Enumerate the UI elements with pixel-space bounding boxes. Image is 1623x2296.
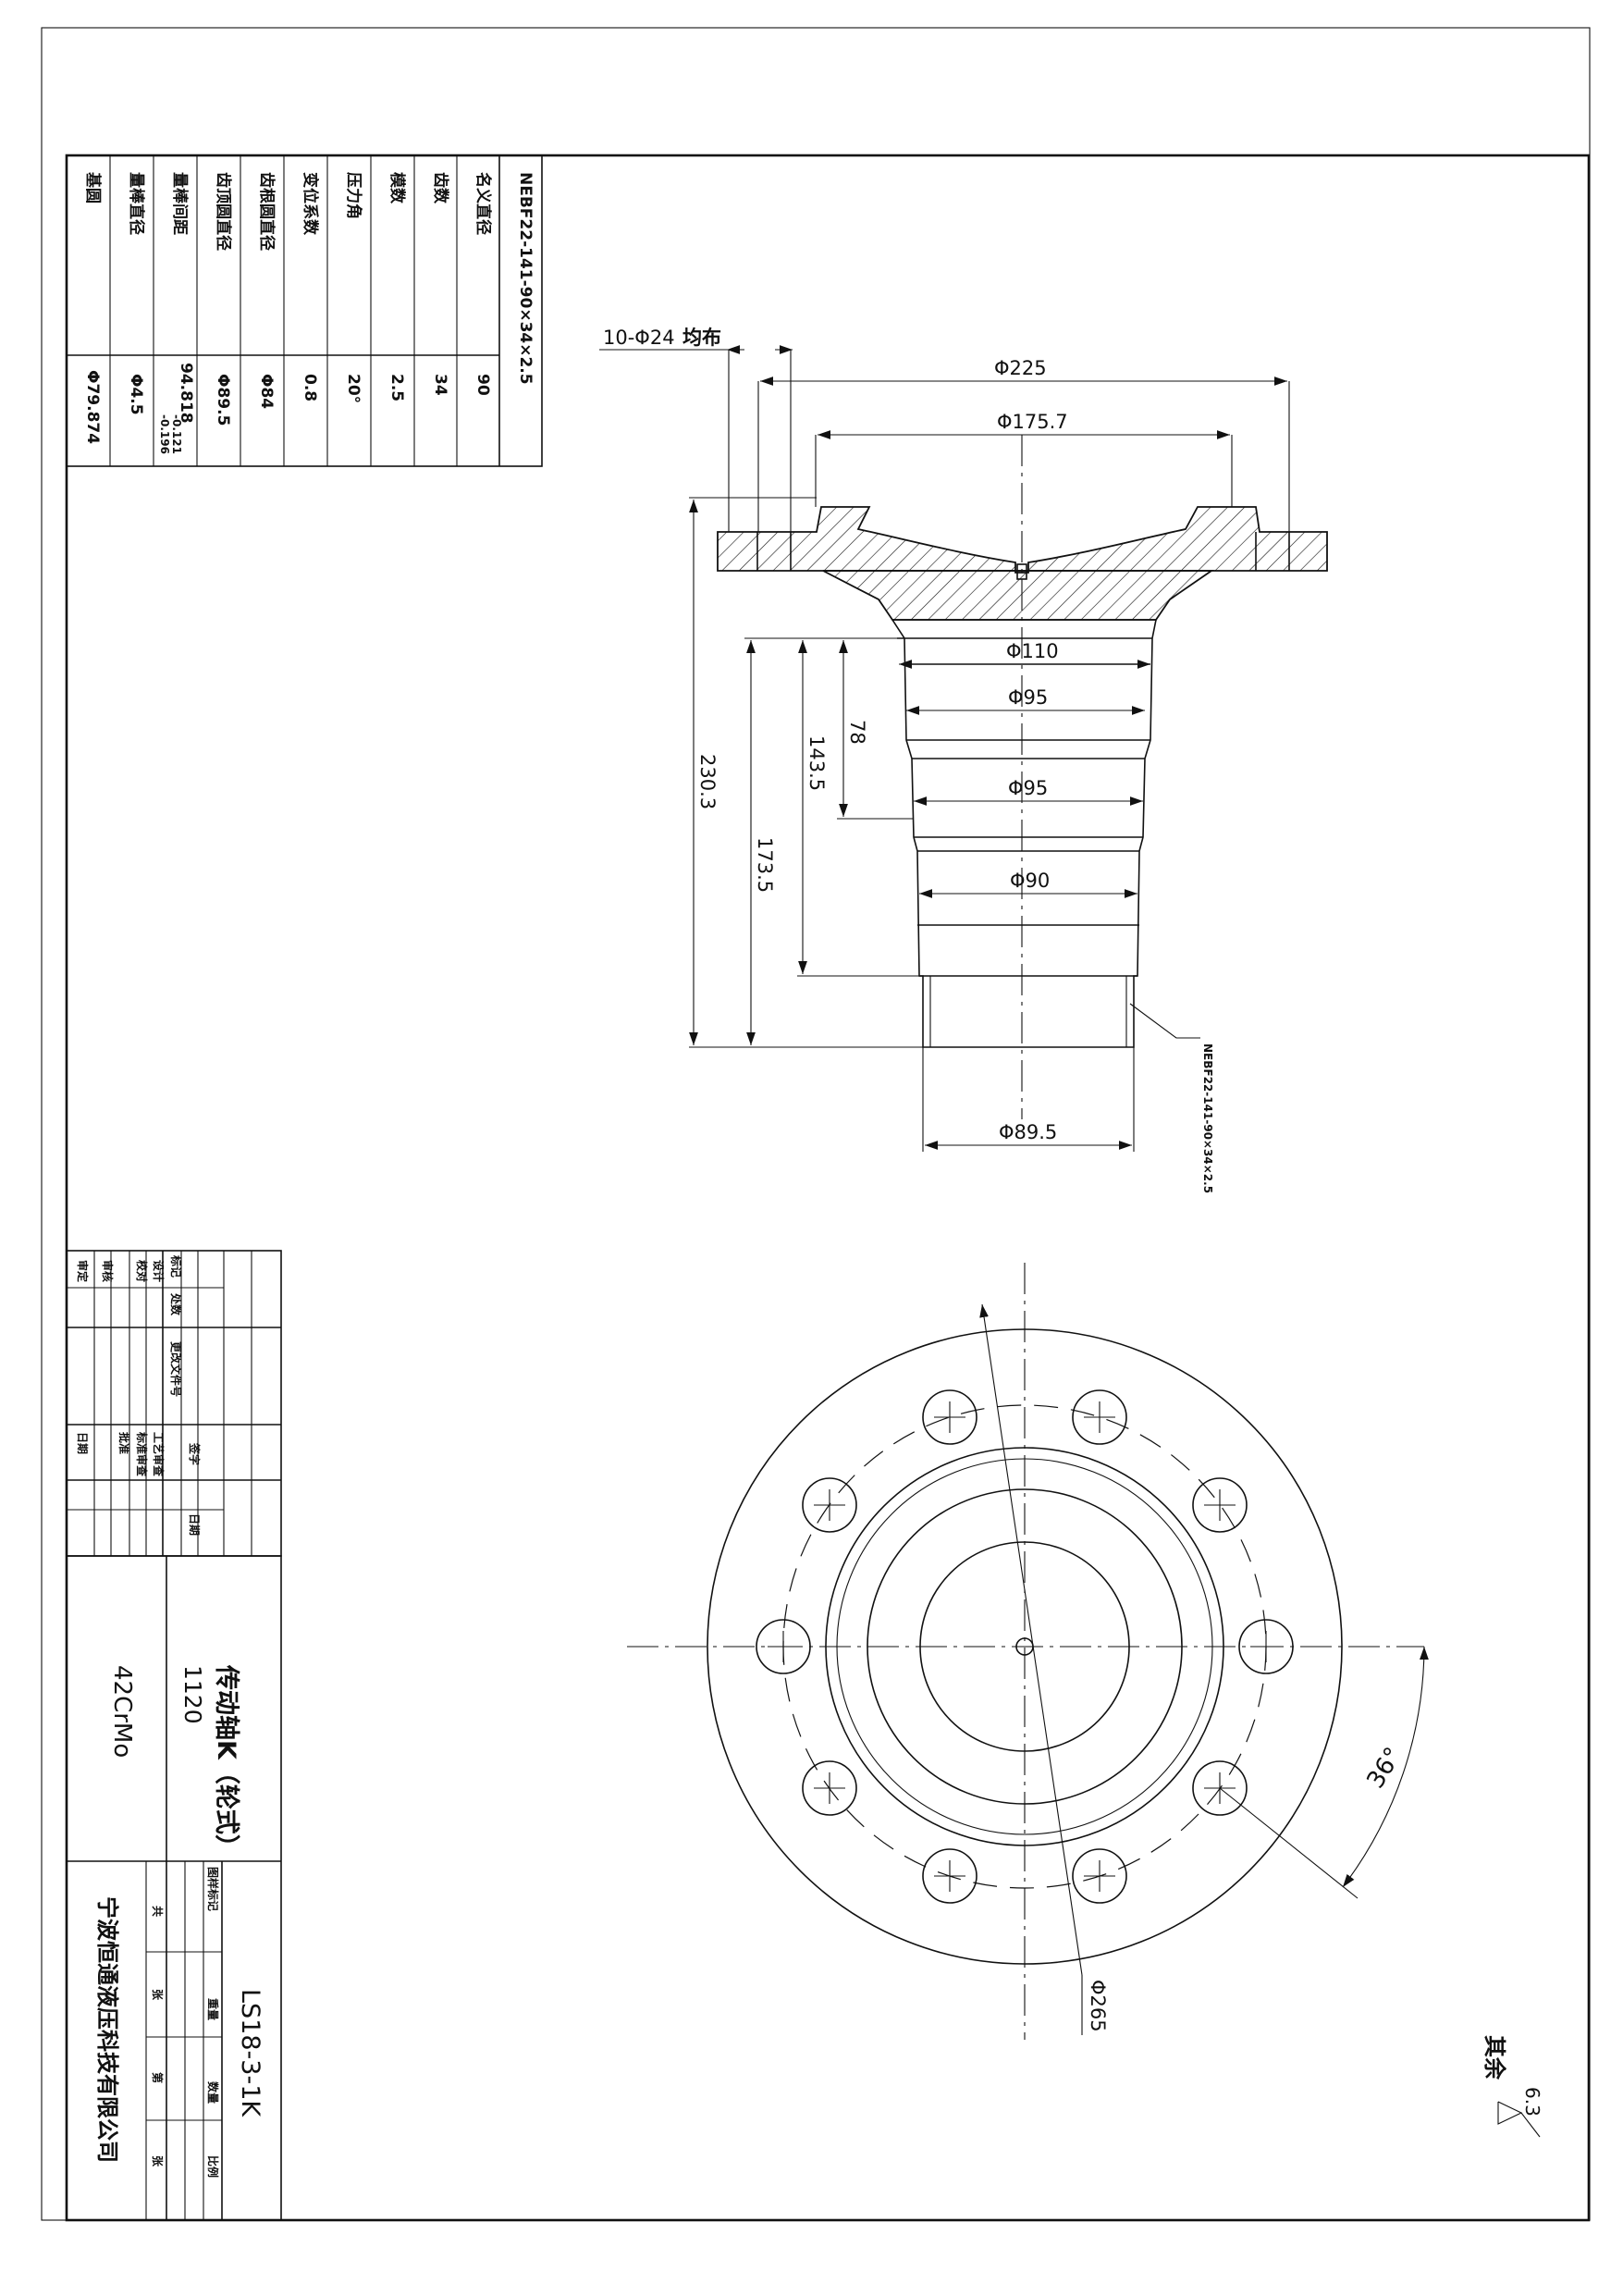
- dim-diameter-90: Φ90: [1010, 870, 1050, 892]
- gear-value-pressure-angle: 20°: [344, 374, 363, 403]
- gear-label-nominal-diameter: 名义直径: [473, 172, 493, 235]
- drawing-number: LS18-3-1K: [236, 1989, 264, 2117]
- hub-ring-outer: [825, 1447, 1224, 1846]
- bolt-hole: [1192, 1477, 1248, 1533]
- gear-value-teeth: 34: [431, 374, 449, 396]
- roughness-value: 6.3: [1521, 2087, 1543, 2117]
- gear-value-nominal-diameter: 90: [473, 374, 492, 396]
- revision-block: 标记 处数 更改文件号 签字 日期 设计 校对 审核 审定 工艺审查 标准审查 …: [66, 1250, 282, 1557]
- gear-table-title: NEBF22-141-90×34×2.5: [516, 172, 535, 385]
- part-name: 传动轴K（轮式）: [212, 1664, 240, 1859]
- angle-arc: [1342, 1646, 1429, 1888]
- bolt-hole: [802, 1760, 857, 1816]
- revision-header-mark: 标记: [169, 1254, 183, 1278]
- revision-header-doc: 更改文件号: [169, 1341, 183, 1397]
- angle-label: 36°: [1361, 1743, 1408, 1794]
- roughness-symbol: [1497, 2101, 1523, 2125]
- dim-length-143: 143.5: [805, 735, 828, 791]
- shaft-inner-circle: [919, 1541, 1130, 1752]
- gear-label-pressure-angle: 压力角: [344, 172, 363, 219]
- sheet-total-unit: 张: [151, 1989, 165, 2001]
- gear-label-pin-diameter: 量棒直径: [127, 172, 146, 235]
- dim-diameter-110: Φ110: [1006, 640, 1059, 662]
- pcd-label: Φ265: [1087, 1980, 1109, 2032]
- bolt-hole-note-suffix: 均布: [682, 327, 721, 349]
- gear-label-tip-diameter: 齿顶圆直径: [214, 172, 233, 251]
- gear-value-pin-diameter: Φ4.5: [127, 374, 145, 415]
- dim-length-173: 173.5: [754, 837, 776, 893]
- stamp-standard-review: 标准审查: [135, 1431, 149, 1477]
- gear-label-shift-coefficient: 变位系数: [301, 172, 320, 236]
- stamp-process-review: 工艺审查: [152, 1432, 166, 1477]
- stamp-approve: 批准: [117, 1432, 131, 1454]
- gear-label-module: 模数: [387, 172, 407, 204]
- gear-value-root-diameter: Φ84: [257, 374, 276, 409]
- field-drawing-mark: 图样标记: [206, 1867, 220, 1911]
- gear-value-shift-coefficient: 0.8: [301, 374, 319, 401]
- flange-section-hatch: [717, 506, 1328, 574]
- field-weight: 重量: [206, 1998, 220, 2020]
- bolt-hole: [1238, 1619, 1294, 1674]
- dim-diameter-175: Φ175.7: [997, 411, 1068, 433]
- dim-diameter-95-lower: Φ95: [1008, 777, 1048, 799]
- surface-roughness-note: 其余 6.3: [1482, 2035, 1543, 2138]
- roughness-prefix: 其余: [1482, 2035, 1507, 2080]
- title-block: 传动轴K（轮式） 1120 42CrMo LS18-3-1K 宁波恒通液压科技有…: [66, 1555, 282, 2221]
- revision-header-sign: 签字: [188, 1442, 202, 1465]
- gear-label-root-diameter: 齿根圆直径: [257, 172, 277, 251]
- hub-ring-inner: [836, 1458, 1213, 1835]
- gear-label-pin-span: 量棒间距: [170, 172, 190, 235]
- sheet-total-label: 共: [151, 1906, 165, 1917]
- shaft-outline: [891, 619, 1157, 1048]
- gear-label-teeth: 齿数: [431, 172, 450, 204]
- revision-header-date: 日期: [188, 1513, 202, 1536]
- bolt-hole: [1072, 1389, 1127, 1445]
- sheet-index-label: 第: [151, 2072, 165, 2083]
- bolt-hole: [756, 1619, 811, 1674]
- dim-diameter-225: Φ225: [994, 357, 1047, 379]
- inner-border: [65, 154, 1591, 2222]
- bolt-hole: [922, 1848, 977, 1904]
- sheet-index-unit: 张: [151, 2155, 165, 2167]
- section-view: 10-Φ24 均布 Φ225 Φ175.7 Φ110 Φ95 Φ95 Φ90 Φ…: [599, 327, 1328, 1193]
- stamp-date: 日期: [76, 1432, 90, 1454]
- company-name: 宁波恒通液压科技有限公司: [94, 1896, 120, 2163]
- bolt-hole: [802, 1477, 857, 1533]
- material: 42CrMo: [108, 1665, 136, 1758]
- signer-design: 设计: [152, 1260, 166, 1282]
- dim-diameter-95-upper: Φ95: [1008, 686, 1048, 709]
- outer-border: [41, 27, 1591, 2221]
- bolt-hole: [1072, 1848, 1127, 1904]
- bolt-hole: [1192, 1760, 1248, 1816]
- signer-check: 校对: [135, 1260, 149, 1282]
- gear-parameter-table: NEBF22-141-90×34×2.5 名义直径 90 齿数 34 模数 2.…: [66, 154, 543, 467]
- revision-header-count: 处数: [169, 1292, 183, 1316]
- bolt-holes: [756, 1389, 1294, 1904]
- bolt-hole: [922, 1389, 977, 1445]
- gear-value-pin-span-upper-tol: -0.121: [170, 414, 183, 454]
- spline-callout: NEBF22-141-90×34×2.5: [1201, 1043, 1214, 1193]
- dim-length-78: 78: [846, 720, 868, 745]
- gear-value-tip-diameter: Φ89.5: [214, 374, 232, 426]
- gear-label-base-circle: 基圆: [83, 171, 103, 204]
- shaft-outer-circle: [867, 1488, 1183, 1805]
- gear-value-pin-span-lower-tol: -0.196: [158, 414, 171, 454]
- dim-length-230: 230.3: [696, 754, 719, 809]
- signer-approve: 审定: [76, 1260, 90, 1282]
- flange-outer-circle: [707, 1328, 1343, 1965]
- field-scale: 比例: [206, 2155, 220, 2178]
- field-quantity: 数量: [206, 2081, 220, 2104]
- signer-review: 审核: [101, 1260, 115, 1282]
- dim-diameter-89: Φ89.5: [999, 1121, 1057, 1143]
- gear-value-base-circle: Φ79.874: [83, 370, 102, 444]
- gear-value-pin-span: 94.818: [177, 363, 195, 424]
- gear-value-module: 2.5: [387, 374, 406, 401]
- pcd-leader: [979, 1303, 1083, 1976]
- part-code: 1120: [179, 1665, 206, 1724]
- end-view: Φ265 36°: [627, 1263, 1429, 2040]
- bolt-hole-note: 10-Φ24: [603, 327, 675, 349]
